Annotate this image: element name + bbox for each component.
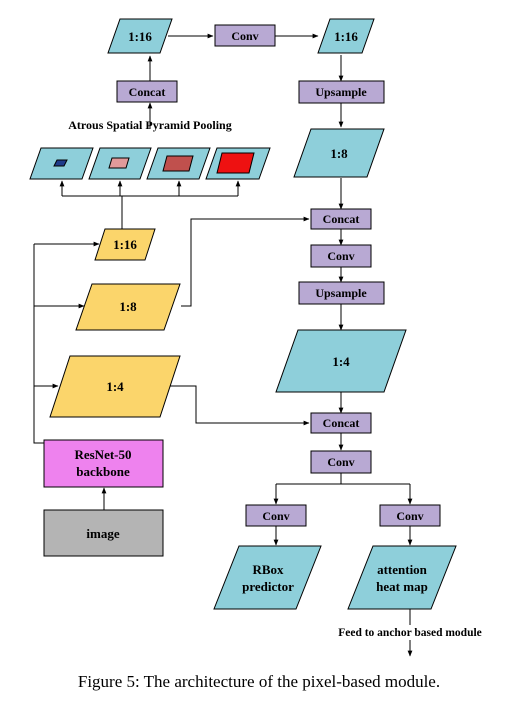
concat-bottom-box — [310, 412, 372, 434]
enc-map-1-4 — [49, 355, 181, 418]
top-left-map-label: 1:16 — [128, 29, 152, 44]
map-1-8-right-label: 1:8 — [330, 146, 348, 161]
pool-inner-2 — [108, 157, 130, 169]
upsample-2-box — [298, 281, 385, 305]
concat-mid-box — [310, 208, 372, 230]
enc-map-1-16 — [94, 228, 156, 261]
backbone-box — [43, 439, 164, 488]
arrow-enc8-to-concat — [181, 216, 310, 307]
map-1-4-right-label: 1:4 — [332, 354, 350, 369]
enc-map-1-8-label: 1:8 — [119, 299, 137, 314]
enc-map-1-4-label: 1:4 — [106, 379, 124, 394]
rbox-label-1: RBox — [252, 562, 284, 577]
concat-bottom-label: Concat — [323, 416, 360, 430]
arrow-enc4-to-concat — [168, 385, 310, 426]
rbox-predictor — [213, 545, 322, 610]
image-box — [43, 509, 164, 557]
conv-mid-label: Conv — [327, 249, 354, 263]
concat-mid-label: Concat — [323, 212, 360, 226]
upsample-1-label: Upsample — [315, 85, 367, 99]
aspp-title: Atrous Spatial Pyramid Pooling — [68, 118, 231, 132]
top-conv-label: Conv — [231, 29, 258, 43]
feed-label: Feed to anchor based module — [338, 627, 482, 639]
enc-map-1-16-label: 1:16 — [113, 237, 137, 252]
enc-map-1-8 — [75, 283, 181, 331]
map-1-8-right — [293, 128, 385, 178]
backbone-label-1: ResNet-50 — [74, 447, 131, 462]
attention-label-2: heat map — [376, 579, 428, 594]
conv-bottom-box — [310, 450, 372, 474]
concat-top-box — [116, 80, 178, 103]
upsample-2-label: Upsample — [315, 286, 367, 300]
map-1-4-right — [275, 329, 407, 393]
conv-right-label: Conv — [396, 509, 423, 523]
conv-mid-box — [310, 244, 372, 268]
pool-inner-4 — [216, 152, 255, 174]
conv-left-label: Conv — [262, 509, 289, 523]
concat-top-label: Concat — [129, 85, 166, 99]
conv-right-box — [379, 504, 441, 527]
attention-label-1: attention — [377, 562, 428, 577]
top-right-map-label: 1:16 — [334, 29, 358, 44]
attention-heat-map — [347, 545, 457, 610]
rbox-label-2: predictor — [242, 579, 294, 594]
backbone-label-2: backbone — [76, 464, 130, 479]
conv-left-box — [245, 504, 307, 527]
top-left-map — [107, 18, 173, 54]
upsample-1-box — [298, 80, 385, 104]
top-conv-box — [214, 24, 276, 47]
pool-inner-3 — [162, 155, 194, 172]
conv-bottom-label: Conv — [327, 455, 354, 469]
image-label: image — [86, 526, 119, 541]
pool-inner-1 — [53, 159, 68, 167]
top-right-map — [317, 18, 375, 54]
figure-caption: Figure 5: The architecture of the pixel-… — [77, 672, 441, 691]
